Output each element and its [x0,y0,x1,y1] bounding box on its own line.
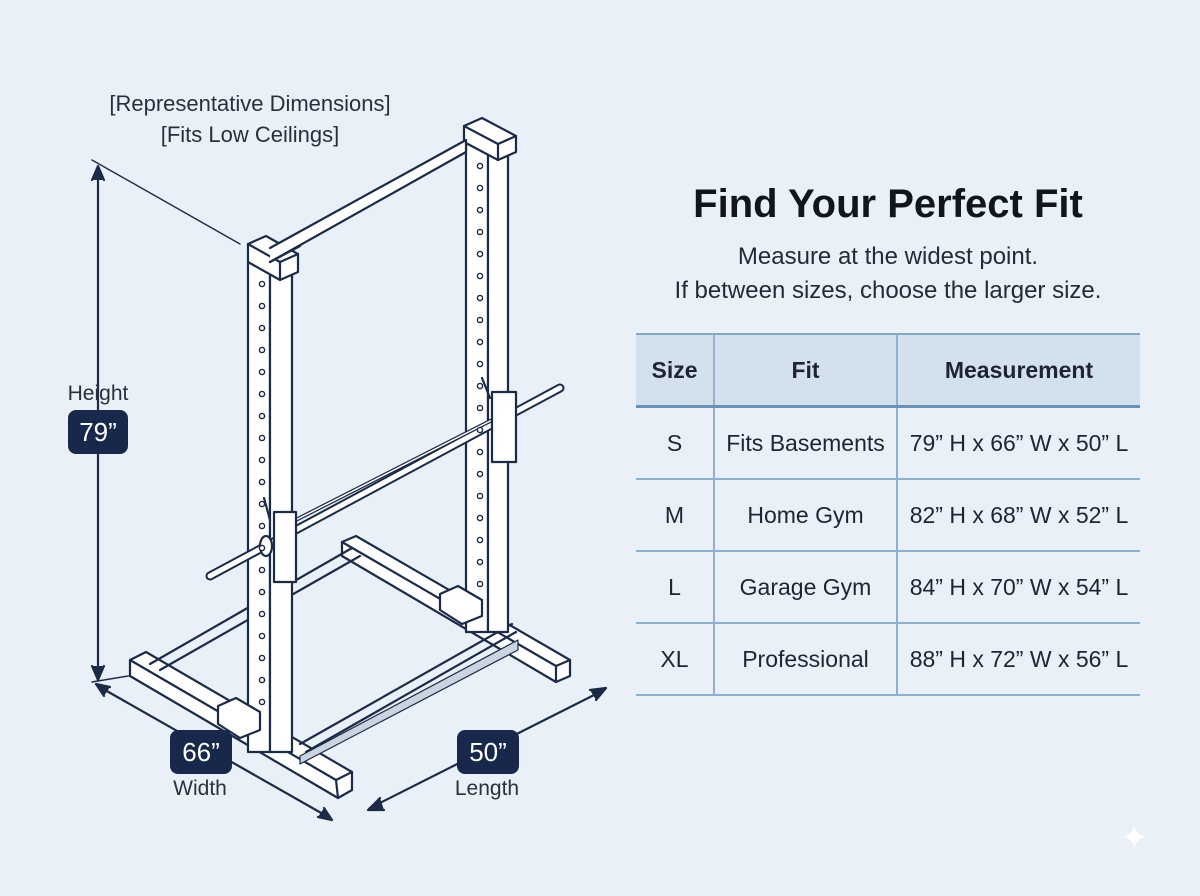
cell-size: XL [636,623,714,696]
subtitle-line-2: If between sizes, choose the larger size… [674,277,1102,304]
cell-measurement: 82” H x 68” W x 52” L [896,479,1140,552]
rear-upright [462,116,518,634]
sparkle-icon: ✦ [1120,819,1149,857]
subtitle-line-1: Measure at the widest point. [737,243,1039,270]
panel-subtitle: Measure at the widest point. If between … [636,240,1140,308]
header-fit: Fit [713,333,897,408]
note-line-2: [Fits Low Ceilings] [160,122,340,147]
cell-fit: Garage Gym [713,551,897,624]
cell-measurement: 84” H x 70” W x 54” L [896,551,1140,624]
cell-measurement: 79” H x 66” W x 50” L [896,406,1140,480]
height-label: Height [67,382,129,405]
width-label: Width [173,777,227,800]
length-label: Length [454,777,520,800]
header-size: Size [636,333,714,408]
header-measurement: Measurement [896,333,1140,408]
peg-holes [258,162,484,706]
size-table: Size Fit Measurement S Fits Basements 79… [636,333,1140,696]
table-header-row: Size Fit Measurement [636,333,1140,408]
table-row: L Garage Gym 84” H x 70” W x 54” L [636,551,1140,624]
cell-fit: Professional [713,623,897,696]
cell-measurement: 88” H x 72” W x 56” L [896,623,1140,696]
cell-size: L [636,551,714,624]
table-row: XL Professional 88” H x 72” W x 56” L [636,623,1140,696]
cell-fit: Fits Basements [713,406,897,480]
table-row: S Fits Basements 79” H x 66” W x 50” L [636,406,1140,480]
representative-note: [Representative Dimensions] [Fits Low Ce… [60,88,440,150]
cell-fit: Home Gym [713,479,897,552]
length-badge: 50” [457,730,519,774]
panel-title: Find Your Perfect Fit [693,182,1083,226]
cell-size: S [636,406,714,480]
front-upright [246,234,300,754]
width-badge: 66” [170,730,232,774]
cell-size: M [636,479,714,552]
note-line-1: [Representative Dimensions] [109,91,391,116]
table-row: M Home Gym 82” H x 68” W x 52” L [636,479,1140,552]
height-badge: 79” [68,410,128,454]
